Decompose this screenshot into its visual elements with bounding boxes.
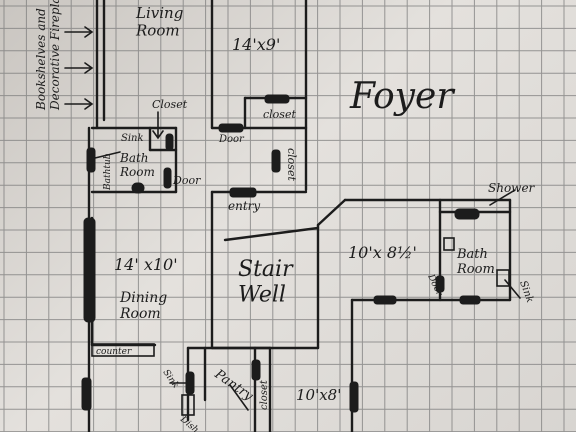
arrow-closet (152, 111, 164, 140)
hall-closet-door-mark (271, 149, 281, 173)
right-bath-door-mark (459, 295, 481, 305)
dishwasher (181, 394, 195, 416)
bath-door-mark (163, 167, 172, 189)
arrow-bathtub (94, 151, 121, 159)
arrows (64, 26, 521, 411)
closet-door-mark (264, 94, 290, 104)
wall-stair-diagonal (223, 226, 320, 242)
label-foyer: Foyer (349, 76, 455, 117)
bedroom-door-mark (218, 123, 244, 133)
fixtures (91, 237, 510, 416)
shower-fixture-mark (454, 208, 480, 220)
label-sink-right: Sink (517, 279, 535, 304)
right-bath-sink (496, 269, 510, 287)
label-right-dim: 10'x 8½' (348, 243, 417, 262)
label-counter: counter (96, 347, 132, 357)
counter-box (91, 343, 155, 357)
toilet-mark (131, 182, 145, 194)
arrow-shower (489, 189, 516, 206)
window-dining-mark (83, 217, 96, 323)
bath-closet-door-mark (165, 133, 174, 151)
label-bedroom-dim: 14'x9' (232, 35, 280, 54)
arrow-shelves-1 (64, 26, 94, 38)
arrow-shelves-3 (64, 98, 94, 110)
label-shower: Shower (488, 181, 536, 195)
label-pantry: Pantry (211, 366, 256, 404)
door-marks (81, 94, 481, 413)
label-closet-top: Closet (152, 98, 188, 111)
right-door-mark (373, 295, 397, 305)
bathtub-mark (86, 147, 96, 173)
label-entry: entry (228, 199, 260, 213)
label-closet-vertical: closet (285, 148, 298, 181)
right-bath-side-mark (435, 275, 445, 293)
sink-bottom-mark (185, 371, 195, 395)
label-dining-dim: 14' x10' (114, 255, 178, 274)
closet-bottom-mark (251, 359, 261, 381)
label-bookshelves: Bookshelves andDecorative Fireplace (34, 0, 62, 111)
label-closet-bottom: closet (259, 379, 270, 410)
label-door-left: Door (172, 174, 201, 187)
label-sink-top: Sink (121, 133, 144, 144)
wall-right-diagonal (316, 198, 347, 227)
label-door-hall: Door (218, 134, 245, 145)
right-bath-toilet (443, 237, 455, 251)
label-closet-hall: closet (263, 108, 296, 121)
label-bathtub: Bathtub (103, 153, 113, 191)
window-lower-mark (81, 377, 92, 411)
label-dim-bottom: 10'x8' (296, 386, 341, 404)
arrow-sink-right (504, 279, 521, 299)
arrow-pantry (229, 384, 249, 411)
lower-door-mark (349, 381, 359, 413)
arrow-shelves-2 (64, 62, 94, 74)
walls (87, 0, 512, 432)
entry-door-mark (229, 187, 257, 198)
